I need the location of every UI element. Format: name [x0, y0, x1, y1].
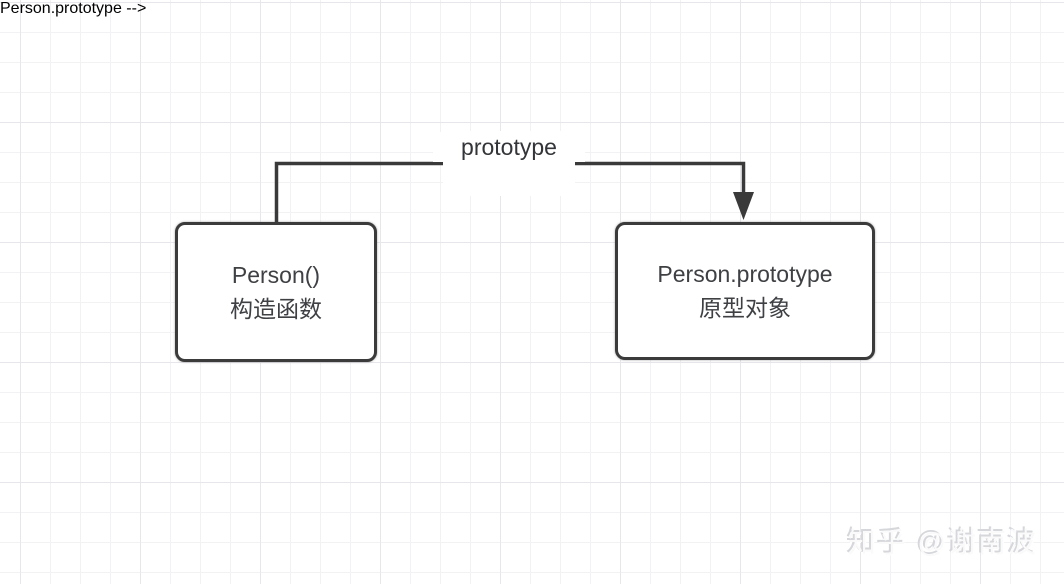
node-constructor[interactable]: Person() 构造函数	[175, 222, 377, 362]
node-prototype-object[interactable]: Person.prototype 原型对象	[615, 222, 875, 360]
node-constructor-title: Person()	[231, 262, 321, 288]
node-constructor-subtitle: 构造函数	[230, 296, 322, 322]
node-prototype-title: Person.prototype	[657, 261, 833, 287]
connector-label[interactable]: prototype	[433, 132, 585, 162]
arrow-head-icon	[733, 192, 754, 220]
watermark: 知乎 @谢南波	[847, 527, 1038, 558]
node-prototype-subtitle: 原型对象	[699, 295, 791, 321]
